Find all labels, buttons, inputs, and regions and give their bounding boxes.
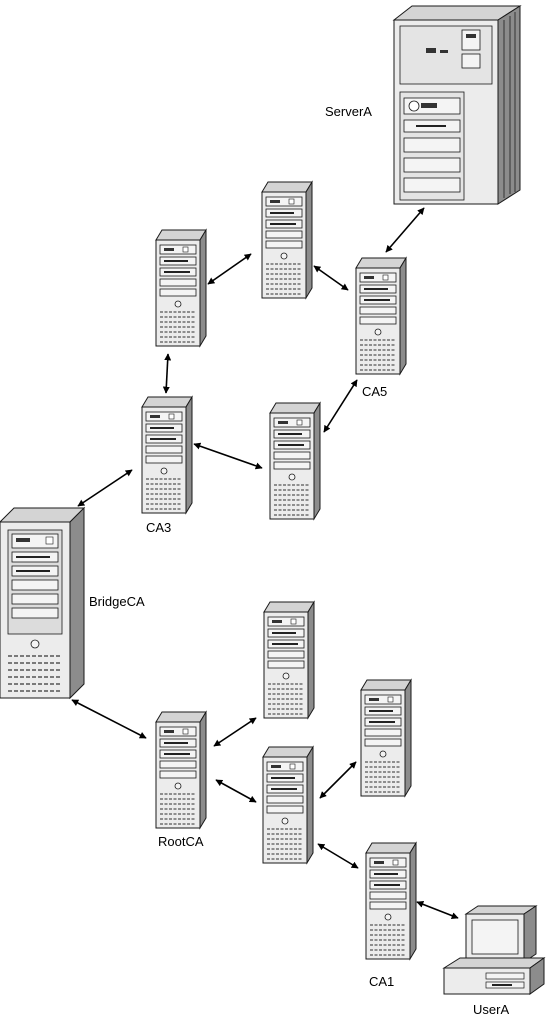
tower-server-icon [261, 181, 313, 299]
label-ca5: CA5 [362, 384, 387, 399]
link-root-tower [213, 717, 257, 747]
link-root-tower2 [215, 779, 257, 803]
link-bridge-root [71, 699, 147, 739]
tower-server-icon [262, 746, 314, 864]
label-ca1: CA1 [369, 974, 394, 989]
link-tower-tower3 [319, 761, 357, 799]
ca3-server-icon [141, 396, 193, 514]
label-bridge-ca: BridgeCA [89, 594, 145, 609]
link-tower-tower [207, 253, 252, 285]
ca1-server-icon [365, 842, 417, 960]
tower-server-icon [360, 679, 412, 797]
link-tower-ca3 [162, 353, 172, 394]
label-server-a: ServerA [325, 104, 372, 119]
link-tower-ca1 [317, 843, 359, 869]
label-root-ca: RootCA [158, 834, 204, 849]
label-ca3: CA3 [146, 520, 171, 535]
link-tower-ca5 [313, 265, 349, 291]
label-user-a: UserA [473, 1002, 509, 1017]
link-bridge-ca3 [77, 469, 133, 507]
root-ca-server-icon [155, 711, 207, 829]
link-ca3-tower [193, 442, 263, 470]
link-ca1-usera [416, 901, 459, 919]
ca5-server-icon [355, 257, 407, 375]
tower-server-icon [269, 402, 321, 520]
tower-server-icon [263, 601, 315, 719]
tower-server-icon [155, 229, 207, 347]
server-a-icon [392, 5, 522, 205]
bridge-ca-server-icon [0, 507, 85, 699]
link-ca5-tower [323, 379, 358, 433]
user-a-workstation-icon [442, 905, 546, 995]
connectors [71, 207, 459, 919]
link-servera-ca5 [385, 207, 425, 253]
